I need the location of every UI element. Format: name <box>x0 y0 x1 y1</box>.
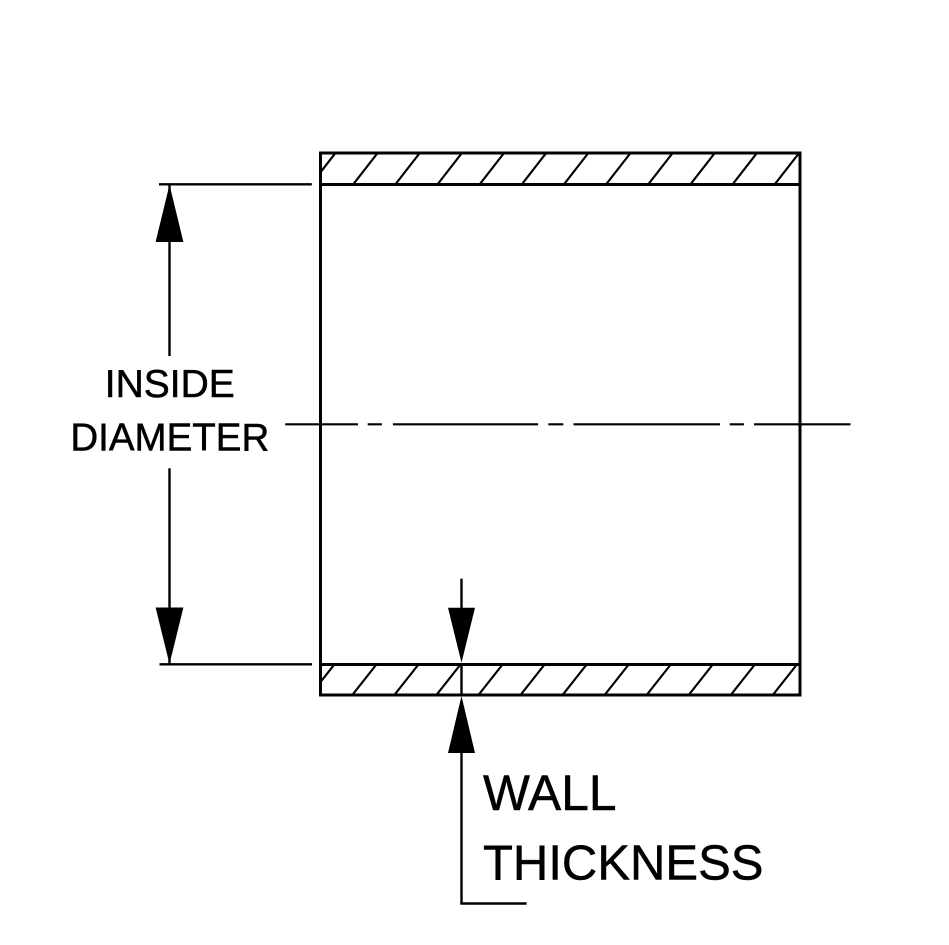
svg-text:INSIDE: INSIDE <box>105 363 235 406</box>
svg-text:DIAMETER: DIAMETER <box>70 417 269 460</box>
svg-text:WALL: WALL <box>483 765 616 821</box>
svg-text:THICKNESS: THICKNESS <box>483 836 763 890</box>
